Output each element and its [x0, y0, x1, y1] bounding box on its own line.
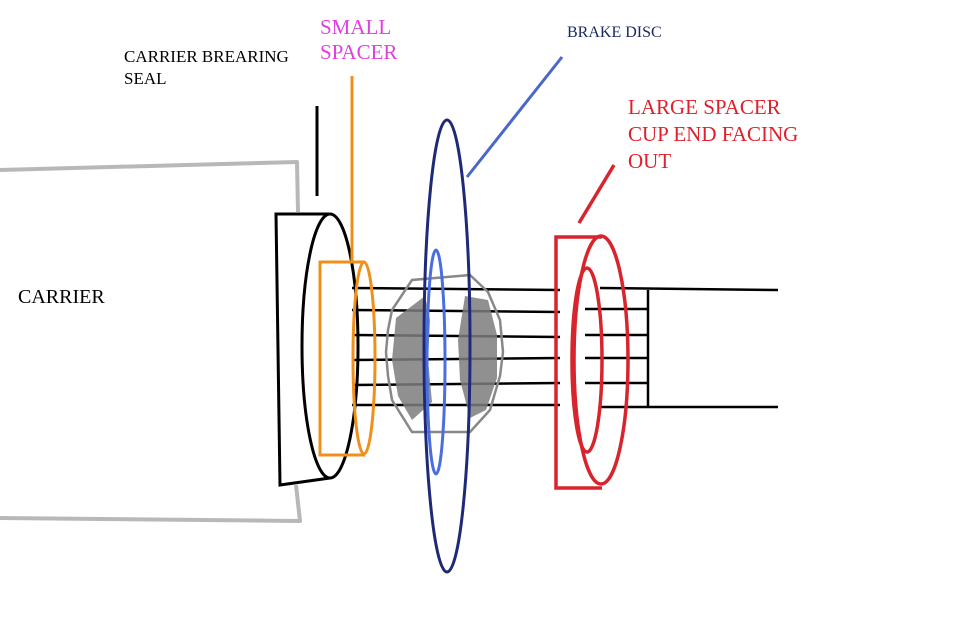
small-spacer-body	[318, 260, 365, 457]
brake-disc-center	[425, 248, 447, 476]
shaft-line	[351, 286, 561, 292]
large-spacer	[554, 164, 630, 490]
large-spacer-label: LARGE SPACER	[628, 95, 781, 119]
carrier-label: CARRIER	[18, 286, 105, 308]
small-spacer-label: SPACER	[320, 40, 398, 64]
brake-disc-rim	[422, 118, 472, 574]
large-spacer-cup	[570, 266, 604, 454]
hub-shading-left	[392, 296, 432, 420]
seal-cup	[274, 212, 331, 487]
large-spacer-label: OUT	[628, 149, 672, 173]
hub-outline	[384, 273, 505, 434]
seal-ring	[300, 212, 360, 480]
brake-disc	[422, 56, 564, 574]
large-spacer-body	[554, 235, 602, 490]
shaft-line	[351, 308, 561, 314]
shaft-line	[351, 381, 561, 387]
large-spacer-face	[572, 234, 630, 486]
small-spacer-label: SMALL	[320, 15, 392, 39]
brake-disc-leader-line	[465, 56, 564, 178]
carrier-bearing-seal-label: SEAL	[124, 69, 167, 88]
large-spacer-leader-line	[577, 164, 616, 224]
carrier-outline	[0, 160, 302, 523]
hub-shading-right	[458, 296, 497, 418]
hub-body	[384, 273, 505, 434]
small-spacer	[318, 76, 377, 457]
brake-disc-label: BRAKE DISC	[567, 24, 662, 41]
shaft-line	[351, 333, 561, 339]
carrier-bearing-seal-label: CARRIER BREARING	[124, 47, 289, 66]
shaft-line	[351, 356, 561, 362]
large-spacer-label: CUP END FACING	[628, 122, 799, 146]
small-spacer-face	[351, 260, 377, 456]
carrier-bearing-seal	[274, 106, 360, 487]
shaft-line	[599, 286, 779, 292]
